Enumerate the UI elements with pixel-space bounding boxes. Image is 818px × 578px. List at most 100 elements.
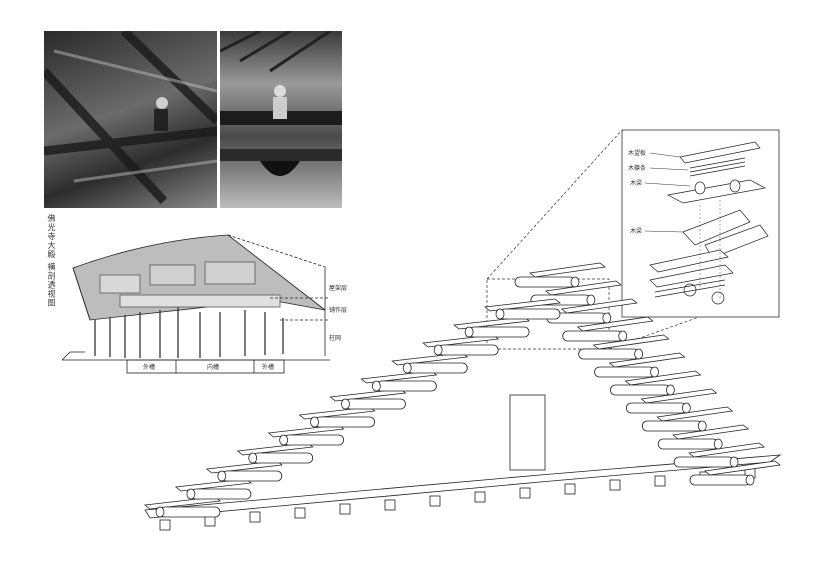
floor-board xyxy=(640,388,718,404)
log-beam xyxy=(345,398,406,410)
layer-label-bracket: 铺作层 xyxy=(329,306,347,314)
floor-board xyxy=(174,478,252,492)
floor-board xyxy=(576,316,654,332)
log-end xyxy=(310,416,319,428)
log-end xyxy=(402,362,412,374)
exploded-layers xyxy=(649,141,769,305)
cross-section-drawing xyxy=(61,234,330,374)
photo-interior-left xyxy=(44,31,217,208)
log-beam xyxy=(159,506,221,518)
column-stub xyxy=(159,519,171,531)
floor-board xyxy=(608,352,686,368)
log-end xyxy=(495,308,505,320)
photo-interior-right xyxy=(220,31,342,208)
log-end xyxy=(371,380,381,392)
column-stub xyxy=(204,515,216,527)
floor-board xyxy=(267,424,345,438)
log-end xyxy=(713,438,723,450)
log-end xyxy=(186,488,196,500)
log-beam xyxy=(578,348,640,360)
floor-board xyxy=(391,352,469,366)
column-stub xyxy=(294,507,306,519)
log-end xyxy=(155,506,165,518)
log-end xyxy=(745,474,755,486)
column-stub xyxy=(384,499,396,511)
zone-label-inner: 内槽 xyxy=(207,363,219,371)
column-stub xyxy=(249,511,261,523)
floor-board xyxy=(360,370,438,384)
central-core xyxy=(509,394,546,471)
log-end xyxy=(681,402,691,414)
log-end xyxy=(650,366,659,378)
floor-board xyxy=(329,388,407,402)
log-beam xyxy=(314,416,375,428)
column-stub xyxy=(429,495,441,507)
log-beam xyxy=(375,380,437,392)
floor-board xyxy=(656,406,734,422)
log-beam xyxy=(514,276,576,288)
floor-board xyxy=(453,316,531,330)
log-beam xyxy=(437,344,499,356)
log-end xyxy=(729,456,739,468)
log-beam xyxy=(610,384,671,396)
log-end xyxy=(248,452,258,464)
floor-board xyxy=(483,298,562,312)
floor-board xyxy=(422,334,500,348)
section-title: 佛光寺大殿 横剖透视图 xyxy=(47,214,56,308)
log-beam xyxy=(252,452,314,464)
log-end xyxy=(570,276,580,288)
floor-board xyxy=(624,370,702,386)
floor-board xyxy=(298,406,376,420)
log-end xyxy=(279,434,289,446)
log-end xyxy=(586,294,596,306)
photo-left-beams xyxy=(44,31,217,205)
log-beam xyxy=(468,326,530,338)
log-end xyxy=(464,326,474,338)
log-end xyxy=(341,398,350,410)
floor-board xyxy=(560,298,638,314)
log-end xyxy=(618,330,628,342)
log-beam xyxy=(625,402,687,414)
column-stub xyxy=(654,475,666,487)
label-purlin: 木檩条 xyxy=(628,164,646,172)
log-end xyxy=(666,384,675,396)
log-end xyxy=(697,420,707,432)
floor-board xyxy=(672,424,750,440)
text-labels: 屋架层 铺作层 柱网 外槽 内槽 外槽 xyxy=(143,284,347,371)
label-roof-board: 木望板 xyxy=(628,149,646,157)
log-end xyxy=(634,348,644,360)
floor-board xyxy=(704,460,781,476)
log-beam xyxy=(594,366,655,378)
floor-board xyxy=(544,280,622,296)
column-stub xyxy=(519,487,531,499)
log-beam xyxy=(406,362,468,374)
exploded-detail-box xyxy=(621,129,780,318)
log-end xyxy=(433,344,443,356)
log-beam xyxy=(689,474,751,486)
log-beam xyxy=(641,420,703,432)
zone-label-outer-right: 外槽 xyxy=(262,363,274,371)
column-stub xyxy=(609,479,621,491)
layer-label-columns: 柱网 xyxy=(329,334,341,342)
column-stub xyxy=(474,491,486,503)
floor-board xyxy=(688,442,766,458)
zone-label-outer-left: 外槽 xyxy=(143,363,155,371)
floor-board xyxy=(529,262,606,278)
log-end xyxy=(602,312,612,324)
log-beam xyxy=(190,488,252,500)
label-beam-lower: 木梁 xyxy=(630,227,642,235)
log-beam xyxy=(283,434,345,446)
log-beam xyxy=(562,330,624,342)
log-beam xyxy=(221,470,283,482)
log-end xyxy=(217,470,227,482)
floor-board xyxy=(236,442,314,456)
photo-right-beams xyxy=(220,31,342,176)
stacked-timber-structure xyxy=(143,262,782,531)
log-beam xyxy=(657,438,719,450)
label-beam-upper: 木梁 xyxy=(630,179,642,187)
floor-board xyxy=(205,460,283,474)
floor-board xyxy=(143,496,222,510)
log-beam xyxy=(499,308,561,320)
log-beam xyxy=(673,456,735,468)
